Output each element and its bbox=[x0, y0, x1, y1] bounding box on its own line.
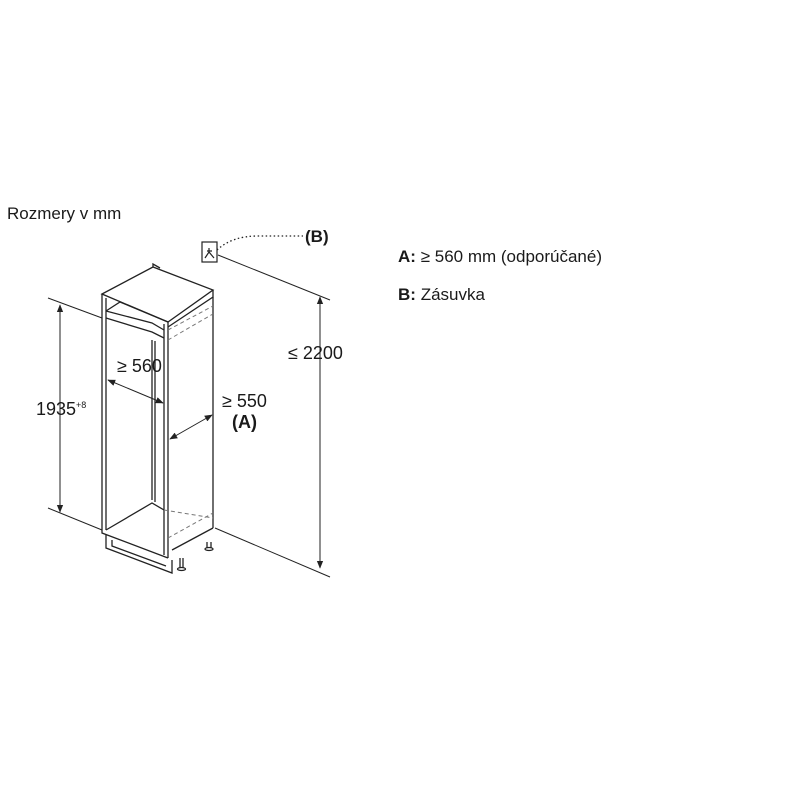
hidden-edges bbox=[163, 305, 214, 539]
height-niche-value: 1935 bbox=[36, 399, 77, 419]
legend-text: ≥ 560 mm (odporúčané) bbox=[420, 247, 602, 266]
width-niche-label: ≥ 560 bbox=[117, 356, 162, 376]
title: Rozmery v mm bbox=[7, 204, 122, 223]
socket-ref-label: (B) bbox=[305, 227, 329, 246]
legend-key: A: bbox=[398, 247, 416, 266]
socket-icon bbox=[201, 241, 218, 263]
legend-item-b: B: Zásuvka bbox=[398, 285, 485, 305]
depth-ref-label: (A) bbox=[232, 412, 257, 432]
height-niche-label: 1935+8 bbox=[36, 399, 86, 420]
socket-leader-line bbox=[216, 235, 303, 251]
cabinet bbox=[100, 262, 215, 574]
depth-niche-label: ≥ 550 bbox=[222, 391, 267, 411]
dimension-lines bbox=[47, 254, 331, 578]
total-height-label: ≤ 2200 bbox=[288, 343, 343, 363]
legend-text: Zásuvka bbox=[420, 285, 485, 304]
height-tolerance: +8 bbox=[76, 400, 87, 410]
legend-key: B: bbox=[398, 285, 416, 304]
legend-item-a: A: ≥ 560 mm (odporúčané) bbox=[398, 247, 602, 267]
